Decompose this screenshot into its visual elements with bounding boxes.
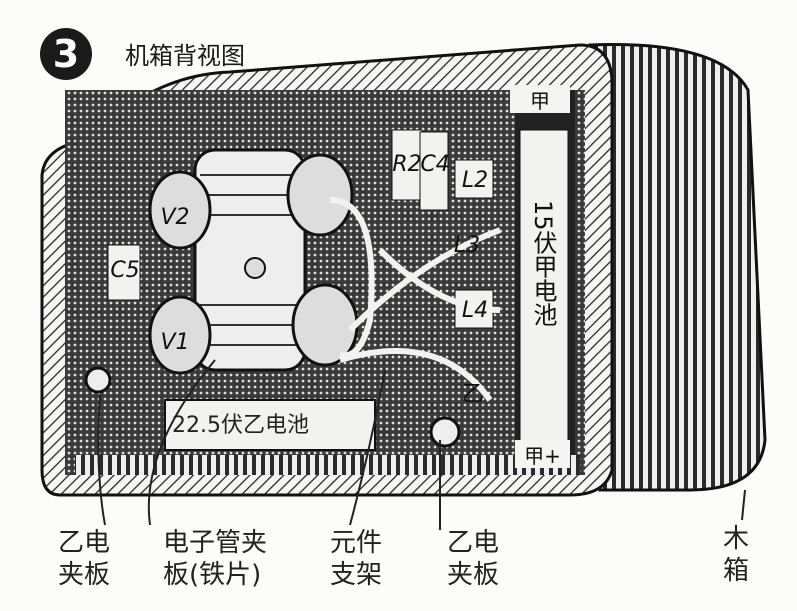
b-terminal-label: 乙 [461,382,484,407]
resistor-r2 [391,129,423,201]
battery-a-positive-label: 甲+ [515,440,570,468]
label-r2: R2 [392,152,422,177]
clamp-screw [244,257,266,279]
box-side [588,43,767,492]
callout-tube-clamp: 电子管夹板(铁片) [163,528,268,590]
leader-lines [97,359,746,530]
label-v2: V2 [160,205,190,230]
battery-a-label: 15伏甲电池 [529,200,557,327]
figure-title: 机箱背视图 [125,42,245,70]
label-c5: C5 [110,258,140,283]
coil-l2 [454,159,494,199]
tube-v1 [148,295,212,375]
callout-b-clip-left: 乙电夹板 [58,528,111,590]
label-c4: C4 [420,152,450,177]
label-l2: L2 [461,168,489,193]
figure-number: 3 [40,28,92,80]
capacitor-c5 [107,244,141,301]
battery-b [164,399,376,451]
battery-a-negative-label: 甲 [510,85,570,113]
label-l3: L3 [453,233,481,258]
tube-v2 [148,170,212,250]
battery-a [519,129,569,446]
b-clip-terminal [429,416,461,448]
battery-b-label: 22.5伏乙电池 [172,413,309,438]
capacitor-c4 [419,131,449,211]
label-l4: L4 [461,298,489,323]
callout-wooden-box: 木箱 [723,524,750,586]
callout-b-clip-right: 乙电夹板 [447,528,500,590]
callout-component-bracket: 元件支架 [330,528,383,590]
label-v1: V1 [160,330,190,355]
